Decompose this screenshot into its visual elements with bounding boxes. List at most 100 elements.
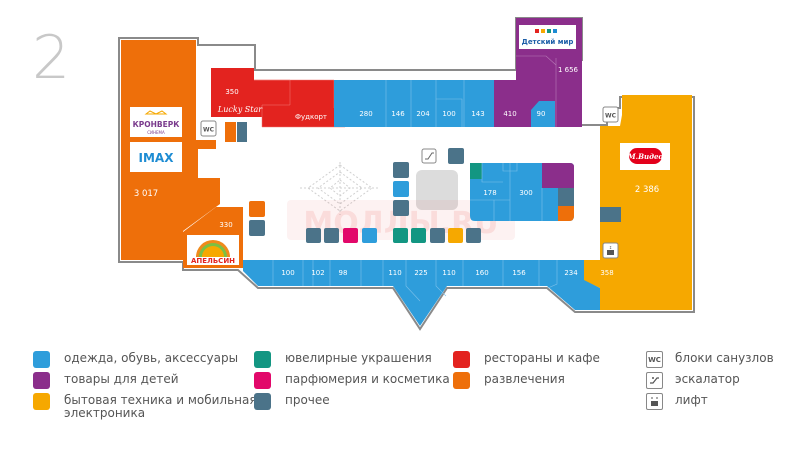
kiosk[interactable] — [448, 148, 464, 164]
store-small[interactable] — [558, 163, 574, 188]
store-area: 280 — [359, 110, 372, 118]
store-area: 143 — [471, 110, 484, 118]
store-area: 350 — [225, 88, 238, 96]
legend-item-elevator: лифт — [646, 393, 774, 414]
wc-icon: WC — [646, 351, 663, 368]
legend-label: лифт — [675, 393, 708, 407]
kiosk[interactable] — [411, 228, 426, 243]
legend-item-clothing: одежда, обувь, аксессуары — [33, 351, 264, 372]
legend-label: рестораны и кафе — [484, 351, 600, 365]
kiosk[interactable] — [249, 220, 265, 236]
store-area: 2 386 — [635, 185, 659, 195]
legend-label: прочее — [285, 393, 330, 407]
store-small[interactable] — [600, 207, 621, 222]
kiosk[interactable] — [448, 228, 463, 243]
legend-label: парфюмерия и косметика — [285, 372, 450, 386]
kiosk[interactable] — [362, 228, 377, 243]
store-area: 234 — [564, 269, 578, 277]
wc-icon: WC — [602, 106, 619, 123]
legend-item-jewelry: ювелирные украшения — [254, 351, 450, 372]
store-small[interactable] — [558, 188, 574, 206]
store-small[interactable] — [225, 122, 236, 142]
kiosk[interactable] — [393, 162, 409, 178]
legend-item-perfume: парфюмерия и косметика — [254, 372, 450, 393]
floor-plan: АПЕЛЬСИН 330 КРОНВЕРК СИНЕМА IMAX 3 017 … — [118, 17, 695, 331]
kronverk-logo-text: КРОНВЕРК — [133, 120, 181, 129]
store-area: 100 — [442, 110, 455, 118]
mvideo-logo — [629, 148, 662, 164]
store-row-bottom — [243, 260, 600, 326]
legend-column-4: WC блоки санузлов эскалатор лифт — [646, 351, 774, 414]
wc-label: WC — [203, 127, 215, 134]
store-area: 330 — [219, 221, 232, 229]
store-area: 204 — [416, 110, 430, 118]
kiosk[interactable] — [393, 200, 409, 216]
swatch-icon — [453, 372, 470, 389]
apelsin-logo: АПЕЛЬСИН — [191, 240, 235, 265]
detskiy-mir-logo-text: Детский мир — [522, 38, 574, 46]
kronverk-logo-box — [130, 107, 182, 137]
kiosk[interactable] — [306, 228, 321, 243]
store-area: 225 — [414, 269, 427, 277]
legend-item-wc: WC блоки санузлов — [646, 351, 774, 372]
legend-label: развлечения — [484, 372, 565, 386]
legend-label: одежда, обувь, аксессуары — [64, 351, 239, 365]
swatch-icon — [33, 393, 50, 410]
floor-number: 2 — [32, 23, 71, 93]
store-area: 100 — [281, 269, 294, 277]
store-small[interactable] — [470, 163, 482, 179]
swatch-icon — [33, 351, 50, 368]
store-area: 110 — [388, 269, 401, 277]
elevator-icon — [646, 393, 663, 410]
svg-text:АПЕЛЬСИН: АПЕЛЬСИН — [191, 257, 235, 265]
store-area: 300 — [519, 189, 532, 197]
kronverk-logo-sub: СИНЕМА — [147, 130, 165, 135]
legend-column-2: ювелирные украшения парфюмерия и космети… — [254, 351, 450, 414]
legend-label: блоки санузлов — [675, 351, 774, 365]
store-area: 1 656 — [558, 66, 579, 74]
escalator-icon — [421, 148, 437, 164]
store-area: 102 — [311, 269, 324, 277]
store-90[interactable] — [531, 101, 555, 127]
skylight-pattern — [300, 162, 380, 215]
kiosk[interactable] — [343, 228, 358, 243]
wc-label: WC — [605, 113, 617, 120]
swatch-icon — [254, 393, 271, 410]
store-small[interactable] — [237, 122, 247, 142]
store-area: 98 — [339, 269, 348, 277]
elevator-icon: ↕ — [602, 242, 619, 259]
store-area: 146 — [391, 110, 405, 118]
crown-icon — [144, 110, 168, 115]
imax-logo-box — [130, 142, 182, 172]
legend-label: эскалатор — [675, 372, 740, 386]
legend-item-food: рестораны и кафе — [453, 351, 600, 372]
store-area: 110 — [442, 269, 455, 277]
store-area: 410 — [503, 110, 516, 118]
swatch-icon — [254, 351, 271, 368]
lucky-star-logo: Lucky Star — [217, 105, 263, 114]
store-small[interactable] — [542, 163, 558, 188]
legend-column-3: рестораны и кафе развлечения — [453, 351, 600, 393]
escalator-icon — [646, 372, 663, 389]
kiosk[interactable] — [324, 228, 339, 243]
store-area: 90 — [537, 110, 546, 118]
kiosk[interactable] — [393, 228, 408, 243]
mvideo-logo-text: М.Видео — [627, 152, 664, 161]
kiosk[interactable] — [249, 201, 265, 217]
detskiy-mir-logo-icons — [535, 29, 557, 33]
legend-item-other: прочее — [254, 393, 450, 414]
store-area: 178 — [483, 189, 496, 197]
swatch-icon — [254, 372, 271, 389]
wc-icon: WC — [200, 120, 217, 137]
legend-item-entertainment: развлечения — [453, 372, 600, 393]
store-small[interactable] — [558, 206, 574, 221]
kiosk[interactable] — [466, 228, 481, 243]
kiosk[interactable] — [430, 228, 445, 243]
store-area: 156 — [512, 269, 526, 277]
store-area: 358 — [600, 269, 613, 277]
kiosk[interactable] — [393, 181, 409, 197]
store-358[interactable] — [584, 260, 676, 310]
legend-item-escalator: эскалатор — [646, 372, 774, 393]
legend-label: товары для детей — [64, 372, 179, 386]
store-small[interactable] — [603, 225, 618, 239]
